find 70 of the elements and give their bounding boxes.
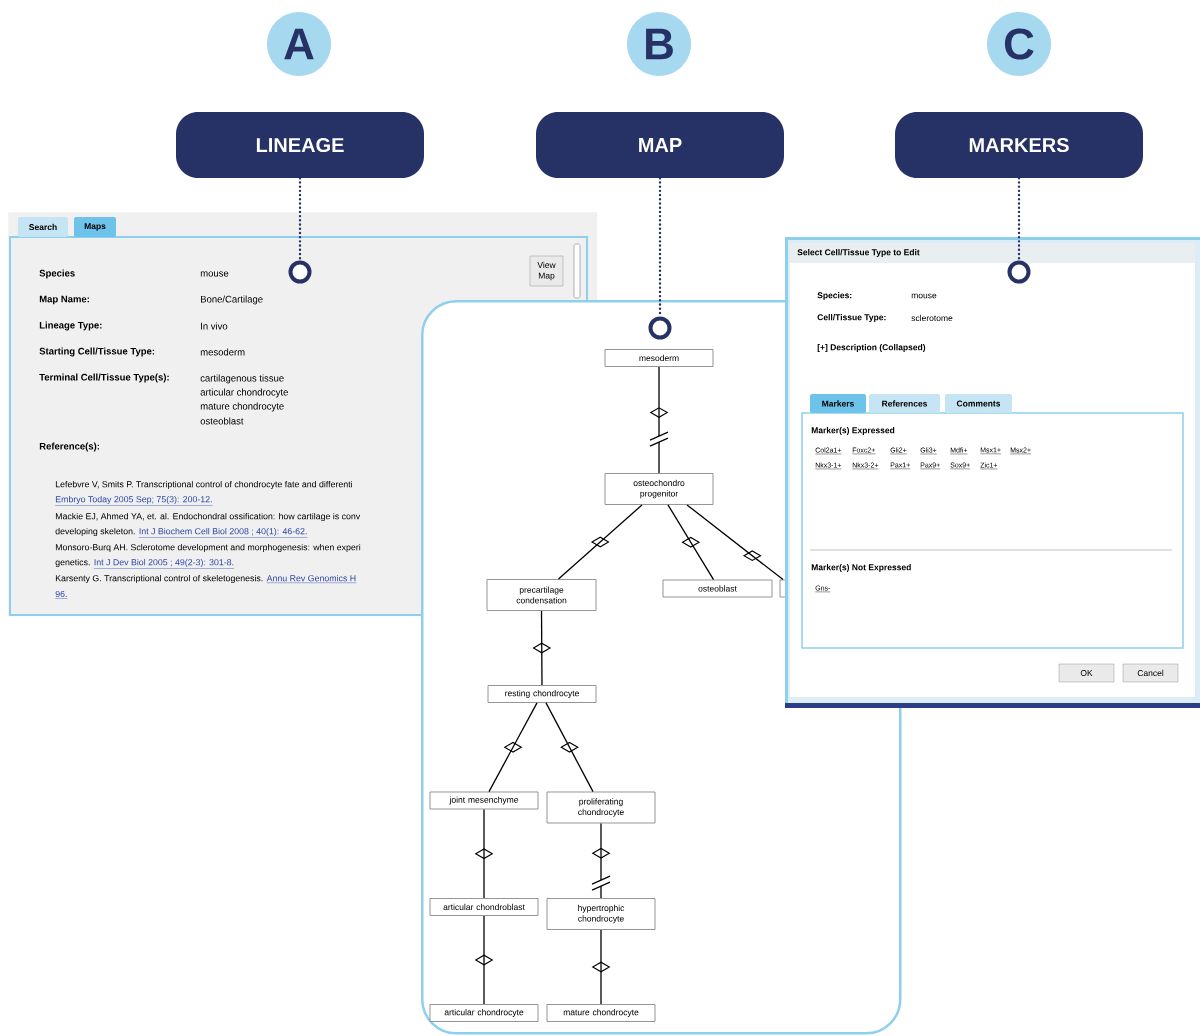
field-label: Species:	[817, 292, 852, 300]
button: Cancel	[1122, 663, 1179, 683]
field-label: Map Name:	[39, 295, 89, 305]
connector	[545, 702, 594, 793]
reference-text: Mackie EJ, Ahmed YA, et. al. Endochondral ossification: how cartilage is conv	[55, 512, 361, 522]
field-label: Starting Cell/Tissue Type:	[39, 347, 155, 357]
field-value: mature chondrocyte	[200, 402, 284, 412]
cell-box: joint mesenchyme	[429, 791, 539, 810]
ring-marker	[288, 260, 312, 284]
heading-pill: MARKERS	[895, 112, 1143, 178]
cell-box: precartilage condensation	[486, 579, 597, 611]
field-value: cartilagenous tissue	[200, 374, 284, 384]
reference-text: Monsoro-Burq AH. Sclerotome development and morphogenesis: when experi	[55, 543, 361, 553]
reference-link: 96.	[55, 590, 68, 599]
letter-badge: B	[627, 12, 691, 76]
connector	[667, 504, 715, 581]
field-value: osteoblast	[200, 417, 244, 425]
reference-link: Embryo Today 2005 Sep; 75(3): 200-12.	[55, 495, 213, 506]
field-value: articular chondrocyte	[200, 388, 288, 398]
field-label: Reference(s):	[39, 442, 99, 452]
cell-box: hypertrophic chondrocyte	[546, 898, 656, 930]
connector	[649, 366, 669, 474]
cell-box: osteoblast	[662, 579, 773, 598]
reference-text: genetics.	[55, 558, 90, 568]
field-label: Species	[39, 269, 75, 279]
cell-box: osteochondro progenitor	[604, 473, 714, 505]
dialog-title: Select Cell/Tissue Type to Edit	[797, 249, 920, 257]
cell-box: proliferating chondrocyte	[546, 791, 656, 824]
field-value: mesoderm	[200, 348, 245, 356]
leader-line	[298, 177, 302, 262]
field-label: Cell/Tissue Type:	[817, 314, 886, 322]
heading-pill: LINEAGE	[176, 112, 424, 178]
cell-box: articular chondrocyte	[429, 1004, 539, 1022]
ring-marker	[1007, 260, 1031, 284]
field-label: Marker(s) Expressed	[811, 427, 895, 435]
field-value: sclerotome	[911, 314, 953, 322]
reference-text: developing skeleton.	[55, 527, 135, 537]
button: View Map	[529, 255, 564, 287]
letter-badge: A	[267, 12, 331, 76]
cell-box: mesoderm	[604, 349, 714, 367]
field-value: Bone/Cartilage	[201, 295, 263, 305]
heading-pill: MAP	[536, 112, 784, 178]
field-label: [+] Description (Collapsed)	[817, 344, 926, 352]
tab: Maps	[74, 217, 116, 237]
tab: References	[869, 394, 940, 413]
reference-link: Int J Dev Biol 2005 ; 49(2-3): 301-8.	[93, 558, 235, 569]
connector	[557, 504, 643, 580]
field-value: In vivo	[201, 322, 228, 330]
tab: Markers	[810, 394, 866, 413]
ring-marker	[648, 316, 672, 340]
tab: Comments	[945, 394, 1012, 413]
cell-box: resting chondrocyte	[487, 685, 597, 703]
field-value: mouse	[911, 293, 937, 299]
connector	[591, 822, 611, 899]
cell-box	[779, 579, 787, 598]
cell-box: mature chondrocyte	[546, 1004, 656, 1022]
tab: Search	[18, 217, 68, 237]
reference-link: Int J Biochem Cell Biol 2008 ; 40(1): 46-62.	[138, 527, 308, 538]
reference-link: Annu Rev Genomics H	[266, 574, 357, 583]
reference-text: Karsenty G. Transcriptional control of skeletogenesis.	[55, 574, 263, 584]
field-label: Marker(s) Not Expressed	[811, 564, 911, 572]
reference-text: Lefebvre V, Smits P. Transcriptional control of chondrocyte fate and differenti	[55, 480, 352, 490]
connector	[488, 702, 538, 793]
field-label: Lineage Type:	[39, 321, 102, 331]
cell-box: articular chondroblast	[429, 898, 539, 916]
field-label: Terminal Cell/Tissue Type(s):	[39, 373, 169, 383]
leader-line	[1017, 177, 1021, 262]
field-value: mouse	[200, 271, 229, 277]
letter-badge: C	[987, 12, 1051, 76]
button: OK	[1058, 663, 1115, 683]
